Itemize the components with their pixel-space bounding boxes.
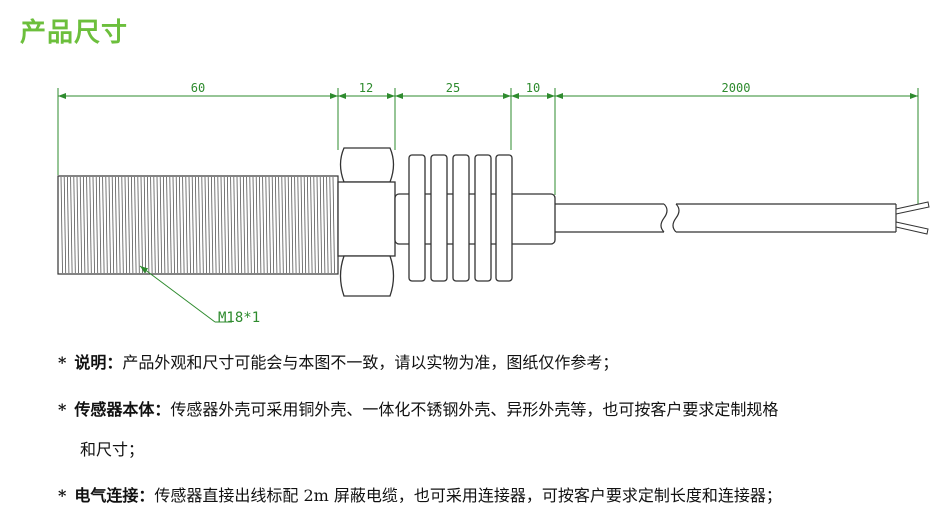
dim-label-25: 25 [446, 81, 460, 95]
cable [555, 203, 897, 233]
dim-label-10: 10 [526, 81, 540, 95]
note-label: 说明： [74, 353, 123, 372]
wire-ends [895, 201, 930, 235]
dim-label-2000: 2000 [722, 81, 751, 95]
thread-spec-label: M18*1 [218, 310, 260, 326]
note-sensor-body-continuation: 和尺寸； [80, 440, 145, 459]
thread-callout [139, 265, 232, 323]
threaded-body [57, 175, 339, 275]
note-text: 传感器外壳可采用铜外壳、一体化不锈钢外壳、异形外壳等，也可按客户要求定制规格 [170, 400, 779, 419]
note-text: 传感器直接出线标配 2m 屏蔽电缆，也可采用连接器，可按客户要求定制长度和连接器… [154, 486, 782, 505]
bullet-star: * [58, 486, 67, 505]
note-description: * 说明：产品外观和尺寸可能会与本图不一致，请以实物为准，图纸仅作参考； [58, 349, 618, 373]
section-title: 产品尺寸 [20, 18, 129, 48]
note-text: 产品外观和尺寸可能会与本图不一致，请以实物为准，图纸仅作参考； [122, 353, 619, 372]
hex-nut [337, 147, 396, 297]
dim-label-60: 60 [191, 81, 205, 95]
note-sensor-body: * 传感器本体：传感器外壳可采用铜外壳、一体化不锈钢外壳、异形外壳等，也可按客户要… [58, 396, 778, 420]
note-label: 传感器本体： [74, 400, 171, 419]
bullet-star: * [58, 353, 67, 372]
note-electrical-connection: * 电气连接：传感器直接出线标配 2m 屏蔽电缆，也可采用连接器，可按客户要求定制… [58, 482, 782, 506]
bullet-star: * [58, 400, 67, 419]
note-label: 电气连接： [74, 486, 155, 505]
dim-label-12: 12 [359, 81, 373, 95]
cooling-fins [394, 154, 556, 282]
